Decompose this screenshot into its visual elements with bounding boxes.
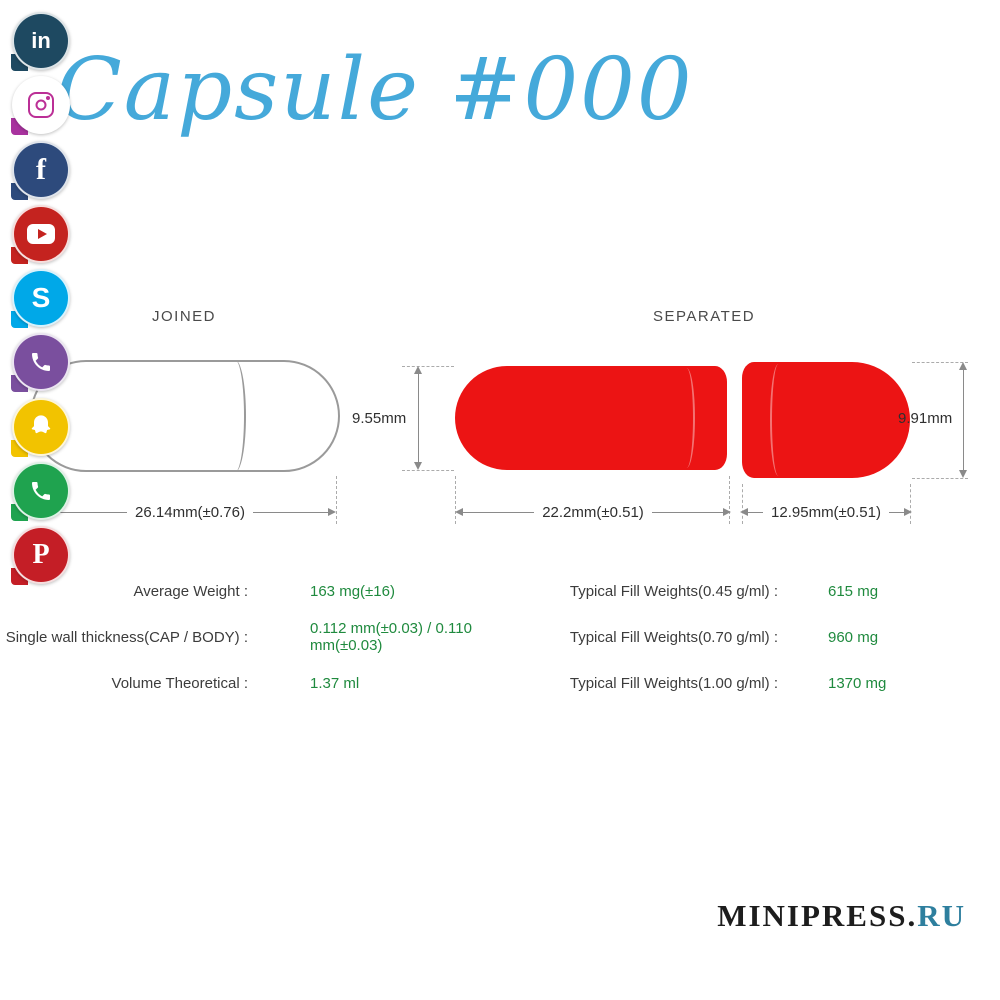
dimension-line (962, 370, 964, 470)
pinterest-icon[interactable]: P (11, 526, 70, 585)
badge-circle: in (12, 12, 70, 70)
dimension-line (888, 511, 905, 513)
badge-circle (12, 205, 70, 263)
badge-circle (12, 333, 70, 391)
spec-label: Single wall thickness(CAP / BODY) : (5, 628, 248, 646)
dimension-line (748, 511, 764, 513)
dimension-line (52, 511, 128, 513)
dimension-arrow (740, 508, 748, 516)
extension-line (912, 362, 968, 363)
badge-circle (12, 398, 70, 456)
spec-value: 1370 mg (828, 674, 887, 692)
skype-icon[interactable]: S (11, 269, 70, 328)
spec-value: 0.112 mm(±0.03) / 0.110 mm(±0.03) (310, 620, 472, 654)
extension-line (729, 476, 730, 524)
spec-value: 1.37 ml (310, 674, 360, 692)
extension-line (336, 476, 337, 524)
capsule-diagram: JOINED SEPARATED 26.14mm(±0.76) 9.55mm 9… (0, 300, 1000, 560)
extension-line (912, 478, 968, 479)
spec-label: Typical Fill Weights(0.70 g/ml) : (569, 628, 778, 646)
cap-diameter-dimension (958, 362, 968, 478)
body-length-label: 22.2mm(±0.51) (542, 503, 644, 521)
badge-circle (12, 462, 70, 520)
dimension-arrow (904, 508, 913, 516)
dimension-arrow (455, 508, 463, 516)
phone-glyph (32, 482, 50, 500)
dimension-arrow (723, 508, 732, 516)
brand-logo[interactable]: MINIPRESS.RU (717, 898, 966, 934)
dimension-arrow (414, 366, 422, 374)
badge-circle: S (12, 269, 70, 327)
joined-length-label: 26.14mm(±0.76) (135, 503, 245, 521)
extension-line (455, 476, 456, 524)
instagram-icon[interactable] (11, 76, 70, 135)
spec-value: 615 mg (828, 582, 879, 600)
cap-length-label: 12.95mm(±0.51) (771, 503, 881, 521)
cap-diameter-label: 9.91mm (898, 410, 953, 427)
extension-line (910, 484, 911, 524)
extension-line (402, 470, 454, 471)
specs-table: Average Weight : 163 mg(±16) Typical Fil… (0, 568, 1000, 706)
whatsapp-icon[interactable] (11, 462, 70, 521)
brand-name: MINIPRESS (717, 898, 908, 933)
dimension-line (417, 374, 419, 462)
joined-capsule-drawing (30, 360, 340, 472)
ghost-glyph (31, 415, 51, 434)
skype-glyph: S (31, 282, 51, 313)
badge-circle: f (12, 141, 70, 199)
capsule-seam (770, 364, 784, 476)
social-sidebar: in f S (11, 12, 74, 592)
spec-value: 960 mg (828, 628, 879, 646)
linkedin-glyph: in (31, 28, 51, 53)
camera-flash-dot (46, 96, 50, 100)
facebook-icon[interactable]: f (11, 141, 70, 200)
youtube-play-glyph (27, 224, 55, 244)
brand-tld: RU (917, 898, 966, 933)
spec-row: Volume Theoretical : 1.37 ml Typical Fil… (0, 660, 1000, 706)
spec-label: Typical Fill Weights(0.45 g/ml) : (569, 582, 778, 600)
cap-length-dimension: 12.95mm(±0.51) (740, 503, 913, 521)
dimension-arrow (328, 508, 337, 516)
capsule-seam (681, 368, 695, 468)
phone-glyph (32, 353, 50, 371)
dimension-arrow (959, 362, 967, 370)
spec-row: Single wall thickness(CAP / BODY) : 0.11… (0, 614, 1000, 660)
brand-separator: . (907, 898, 918, 933)
viber-icon[interactable] (11, 333, 70, 392)
spec-value: 163 mg(±16) (310, 582, 395, 600)
facebook-glyph: f (36, 153, 46, 186)
capsule-seam (228, 360, 246, 472)
linkedin-icon[interactable]: in (11, 12, 70, 71)
badge-circle (12, 76, 70, 134)
dimension-line (463, 511, 535, 513)
page-title: Capsule #000 (56, 40, 694, 140)
dimension-arrow (414, 462, 422, 470)
spec-row: Average Weight : 163 mg(±16) Typical Fil… (0, 568, 1000, 614)
instagram-camera-glyph (28, 92, 54, 118)
joined-section-label: JOINED (152, 308, 217, 325)
separated-section-label: SEPARATED (653, 308, 756, 325)
play-triangle (37, 229, 47, 239)
spec-label: Average Weight : (133, 582, 248, 600)
camera-lens (35, 99, 47, 111)
extension-line (742, 484, 743, 524)
body-diameter-dimension (413, 366, 423, 470)
dimension-line (252, 511, 329, 513)
joined-length-dimension: 26.14mm(±0.76) (44, 503, 337, 521)
youtube-icon[interactable] (11, 205, 70, 264)
dimension-arrow (959, 470, 967, 478)
snapchat-icon[interactable] (11, 398, 70, 457)
spec-label: Volume Theoretical : (111, 674, 248, 692)
dimension-line (651, 511, 724, 513)
pinterest-glyph: P (32, 539, 50, 570)
badge-circle: P (12, 526, 70, 584)
capsule-cap-drawing (742, 362, 910, 478)
extension-line (402, 366, 454, 367)
spec-label: Typical Fill Weights(1.00 g/ml) : (569, 674, 778, 692)
capsule-body-drawing (455, 366, 727, 470)
body-length-dimension: 22.2mm(±0.51) (455, 503, 732, 521)
body-diameter-label: 9.55mm (352, 410, 407, 427)
